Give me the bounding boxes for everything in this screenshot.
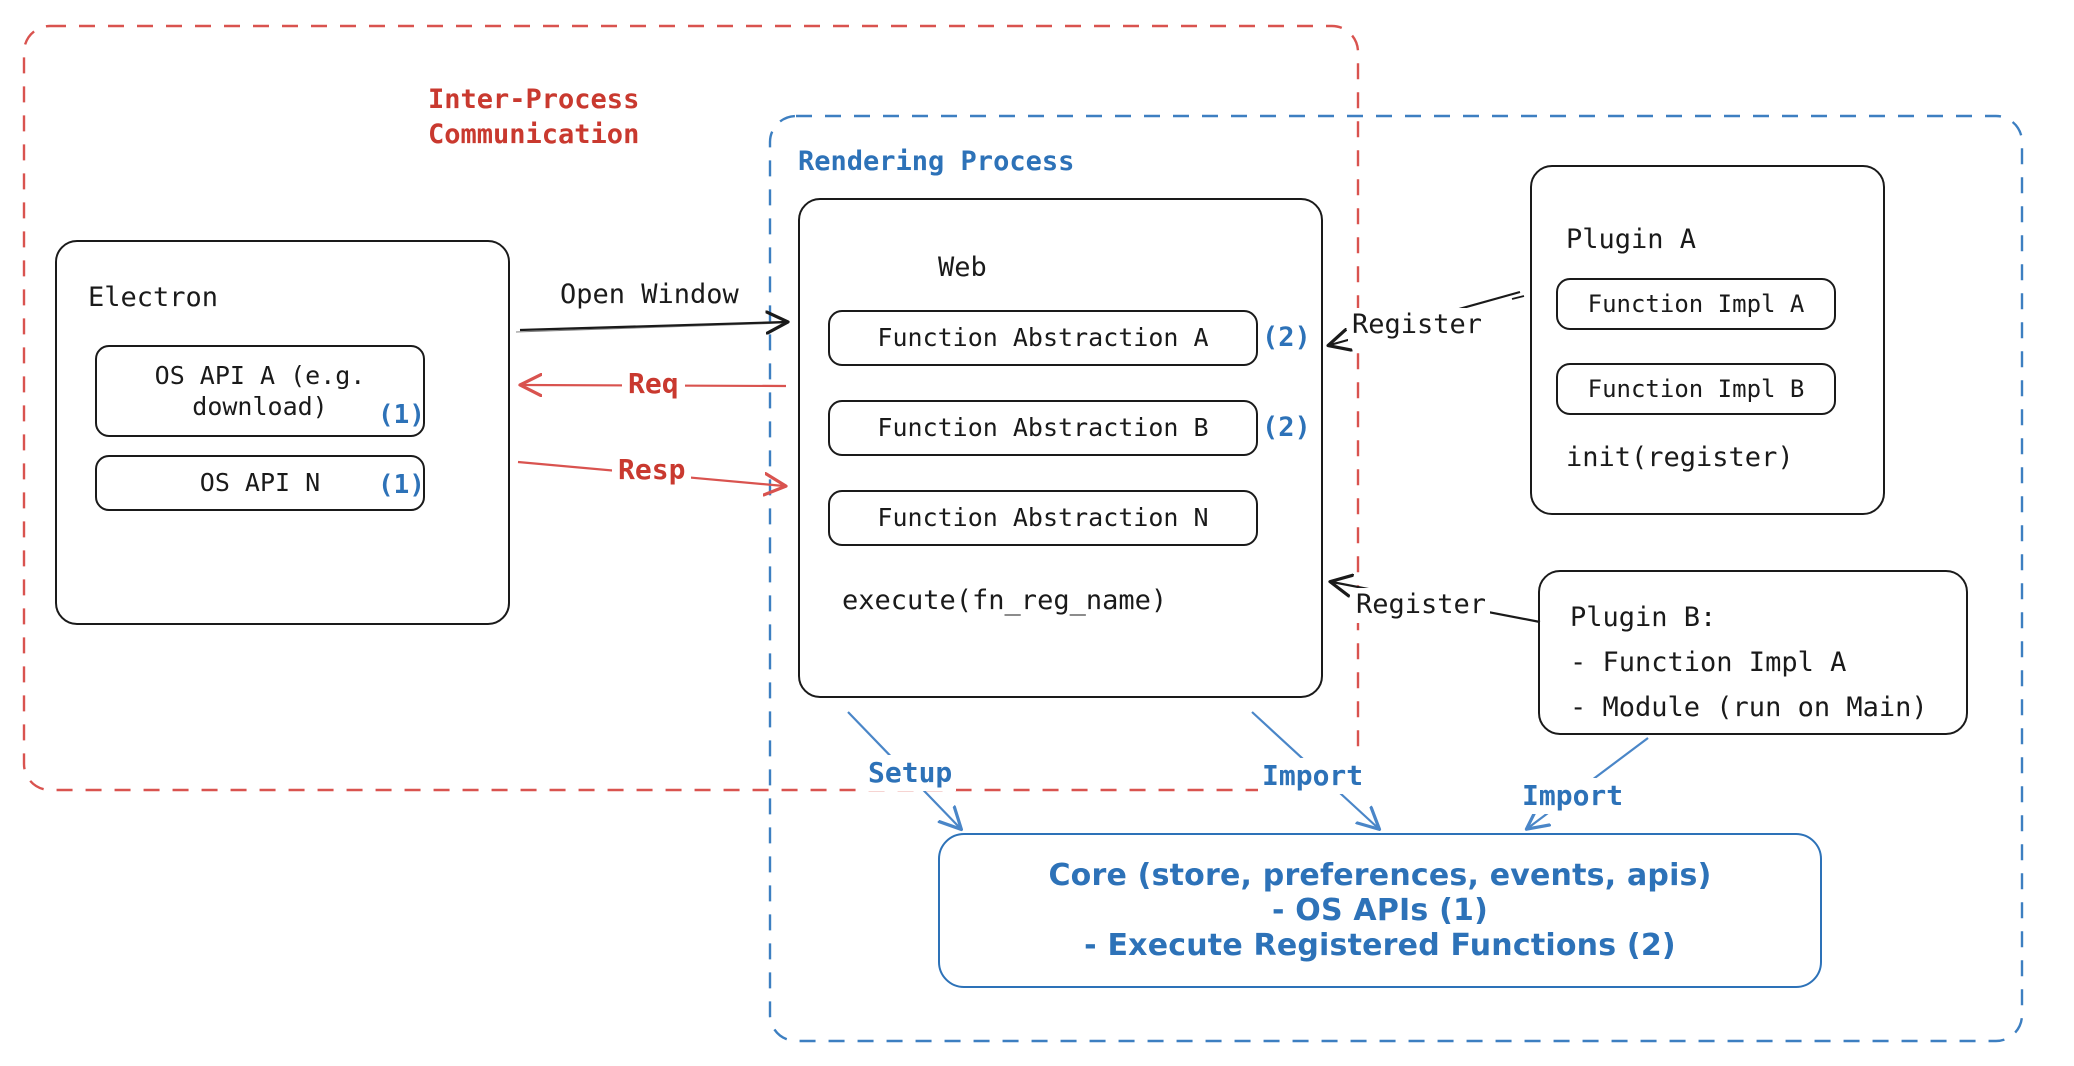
function-abstraction-b-label: Function Abstraction B [877,413,1209,443]
os-api-a-label: OS API A (e.g. download) [154,360,366,421]
os-api-n-badge: (1) [378,470,425,500]
electron-title: Electron [88,282,219,313]
electron-box[interactable] [55,240,510,625]
import-plugin-label: Import [1518,778,1628,814]
open-window-arrow [519,322,786,330]
register-a-label: Register [1348,308,1487,343]
register-b-label: Register [1352,588,1491,623]
function-abstraction-b-badge: (2) [1262,412,1311,443]
plugin-a-title: Plugin A [1566,224,1697,255]
ipc-group-label: Inter-Process Communication [428,84,640,151]
function-abstraction-a-label: Function Abstraction A [877,323,1209,353]
import-web-label: Import [1258,758,1368,794]
function-impl-b-pill[interactable]: Function Impl B [1556,363,1836,415]
core-line-2: - OS APIs (1) [1271,893,1488,928]
os-api-a-pill[interactable]: OS API A (e.g. download) [95,345,425,437]
rendering-process-group-label: Rendering Process [798,146,1075,177]
plugin-b-box[interactable] [1538,570,1968,735]
web-execute-label: execute(fn_reg_name) [842,585,1168,616]
function-impl-a-pill[interactable]: Function Impl A [1556,278,1836,330]
function-abstraction-n-label: Function Abstraction N [877,503,1209,533]
function-impl-b-label: Function Impl B [1587,375,1805,403]
plugin-a-box[interactable] [1530,165,1885,515]
req-label: Req [622,366,685,402]
plugin-a-init-label: init(register) [1566,442,1794,473]
function-impl-a-label: Function Impl A [1587,290,1805,318]
resp-label: Resp [612,452,692,488]
function-abstraction-n-pill[interactable]: Function Abstraction N [828,490,1258,546]
os-api-a-badge: (1) [378,400,425,430]
core-line-1: Core (store, preferences, events, apis) [1048,858,1712,893]
web-title: Web [938,252,987,283]
function-abstraction-b-pill[interactable]: Function Abstraction B [828,400,1258,456]
os-api-n-label: OS API N [199,468,321,498]
web-box[interactable] [798,198,1323,698]
open-window-label: Open Window [560,279,739,310]
plugin-b-title: Plugin B: [1570,602,1717,633]
function-abstraction-a-pill[interactable]: Function Abstraction A [828,310,1258,366]
setup-label: Setup [864,755,957,791]
plugin-b-line-1: - Function Impl A [1570,647,1847,678]
function-abstraction-a-badge: (2) [1262,322,1311,353]
core-box[interactable]: Core (store, preferences, events, apis) … [938,833,1822,988]
core-line-3: - Execute Registered Functions (2) [1084,928,1676,963]
plugin-b-line-2: - Module (run on Main) [1570,692,1928,723]
os-api-n-pill[interactable]: OS API N [95,455,425,511]
